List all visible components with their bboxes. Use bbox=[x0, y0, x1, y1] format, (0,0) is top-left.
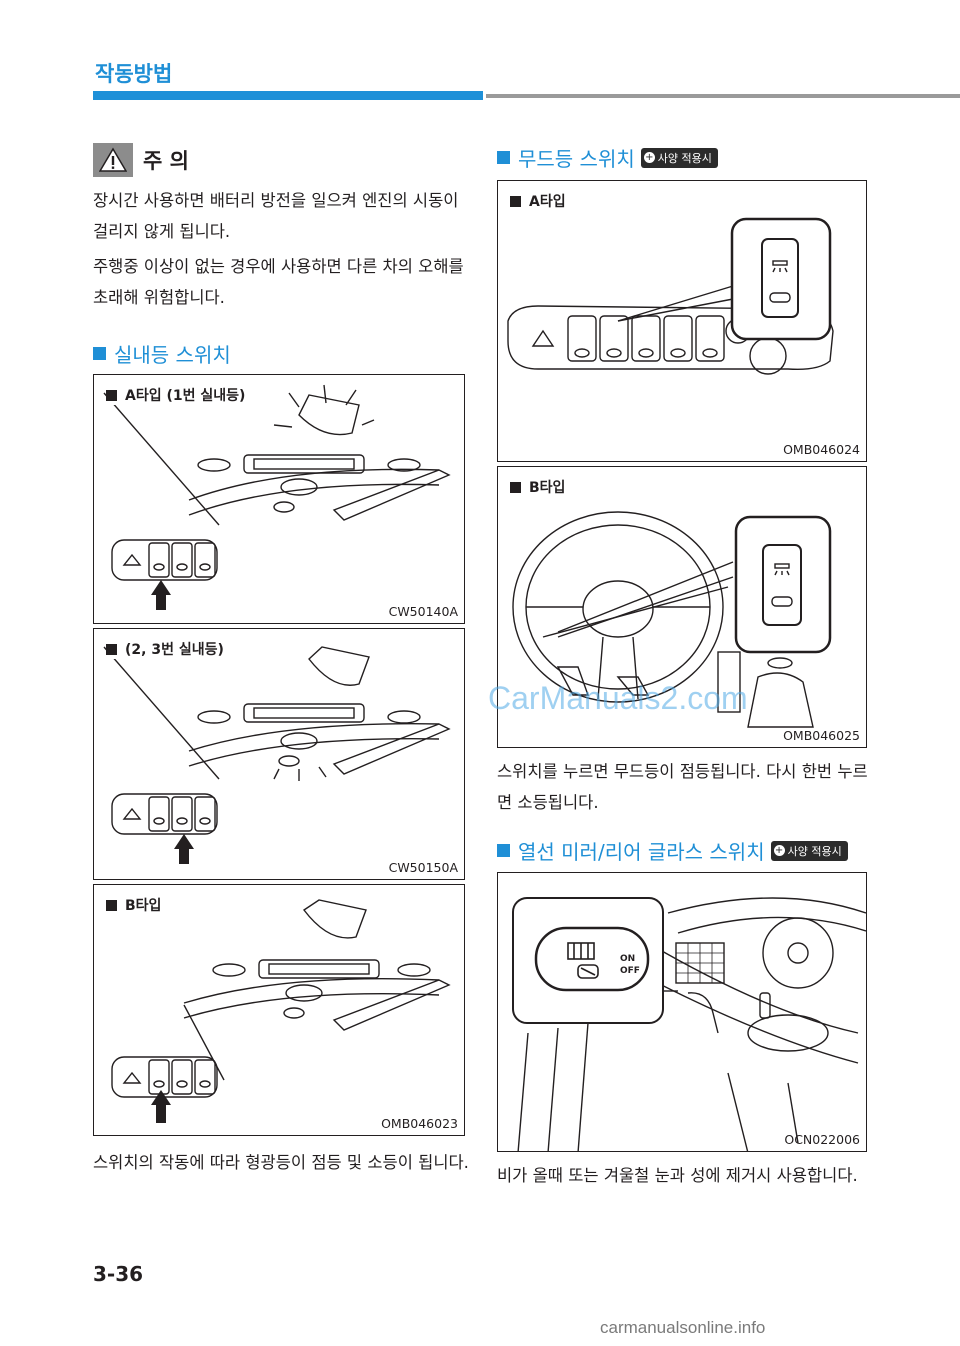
figure-interior-lamp-a23: (2, 3번 실내등) CW50150A bbox=[93, 628, 465, 880]
figure-mood-lamp-b: B타입 OMB046025 bbox=[497, 466, 867, 748]
interior-lamp-description: 스위치의 작동에 따라 형광등이 점등 및 소등이 됩니다. bbox=[93, 1153, 469, 1172]
figure-label: A타입 bbox=[510, 191, 570, 211]
figure-label: B타입 bbox=[106, 895, 166, 915]
caution-header: 주 의 bbox=[93, 143, 465, 177]
defroster-description: 비가 올때 또는 겨울철 눈과 성에 제거시 사용합니다. bbox=[497, 1166, 858, 1185]
figure-code: OMB046025 bbox=[783, 728, 860, 743]
figure-interior-lamp-b: B타입 OMB046023 bbox=[93, 884, 465, 1136]
chapter-title: 작동방법 bbox=[95, 62, 173, 86]
footer-url: carmanualsonline.info bbox=[600, 1318, 766, 1337]
option-badge: +사양 적용시 bbox=[640, 147, 718, 168]
caution-paragraph: 주행중 이상이 없는 경우에 사용하면 다른 차의 오해를 초래해 위험합니다. bbox=[93, 257, 464, 307]
figure-code: CW50140A bbox=[388, 604, 458, 619]
section-bullet bbox=[497, 844, 510, 857]
plus-icon: + bbox=[773, 845, 785, 856]
switch-off-label: OFF bbox=[620, 966, 640, 976]
section-title-interior-lamp: 실내등 스위치 bbox=[93, 339, 231, 368]
switch-on-label: ON bbox=[620, 954, 635, 964]
section-title-defroster: 열선 미러/리어 글라스 스위치 +사양 적용시 bbox=[497, 836, 848, 865]
option-badge: +사양 적용시 bbox=[770, 840, 848, 861]
mood-lamp-description: 스위치를 누르면 무드등이 점등됩니다. 다시 한번 누르면 소등됩니다. bbox=[497, 762, 868, 812]
figure-code: CW50150A bbox=[388, 860, 458, 875]
figure-interior-lamp-a1: A타입 (1번 실내등) CW50140A bbox=[93, 374, 465, 624]
figure-defroster: ON OFF OCN022006 bbox=[497, 872, 867, 1152]
section-bullet bbox=[93, 347, 106, 360]
caution-paragraph: 장시간 사용하면 배터리 방전을 일으켜 엔진의 시동이 걸리지 않게 됩니다. bbox=[93, 191, 459, 241]
section-bullet bbox=[497, 151, 510, 164]
figure-mood-lamp-a: A타입 OMB046024 bbox=[497, 180, 867, 462]
figure-code: OMB046024 bbox=[783, 442, 860, 457]
figure-code: OMB046023 bbox=[381, 1116, 458, 1131]
figure-label: B타입 bbox=[510, 477, 570, 497]
header-bar-accent bbox=[93, 91, 483, 100]
caution-box: 주 의 장시간 사용하면 배터리 방전을 일으켜 엔진의 시동이 걸리지 않게 … bbox=[93, 143, 465, 313]
figure-label: (2, 3번 실내등) bbox=[106, 639, 228, 659]
plus-icon: + bbox=[643, 152, 655, 163]
figure-code: OCN022006 bbox=[784, 1132, 860, 1147]
caution-title: 주 의 bbox=[143, 149, 189, 173]
warning-icon bbox=[93, 143, 133, 177]
section-title-mood-lamp: 무드등 스위치 +사양 적용시 bbox=[497, 143, 718, 172]
header-bar-divider bbox=[486, 94, 960, 98]
page-number: 3-36 bbox=[93, 1262, 144, 1286]
figure-label: A타입 (1번 실내등) bbox=[106, 385, 250, 405]
watermark: CarManuals2.com bbox=[488, 680, 748, 716]
